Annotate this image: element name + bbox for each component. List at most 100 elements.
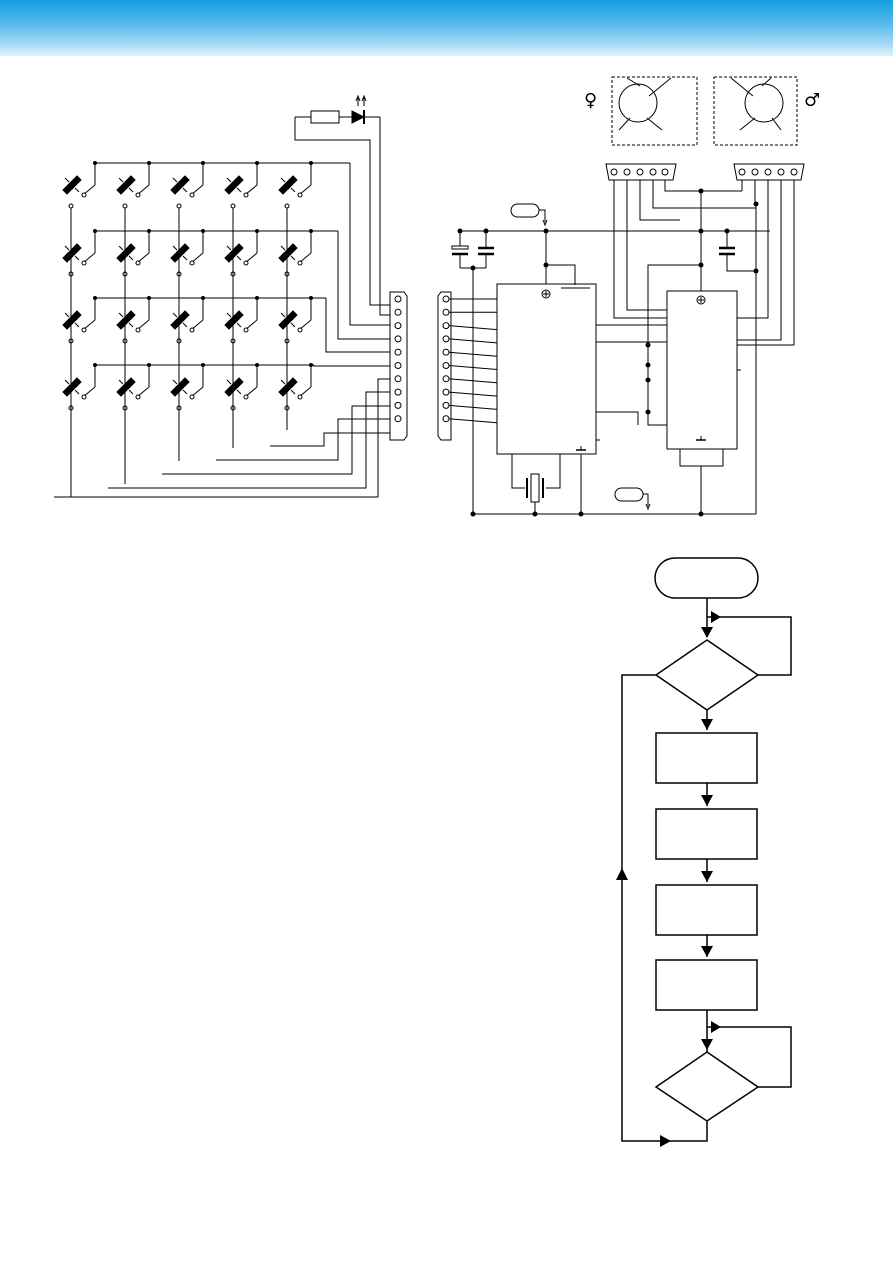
connector-pin bbox=[394, 308, 402, 316]
connector-pin bbox=[442, 388, 450, 396]
keypad-switch bbox=[278, 296, 313, 353]
keypad-switch bbox=[224, 229, 259, 286]
junction-dot bbox=[724, 228, 730, 234]
capacitor-c2 bbox=[478, 231, 494, 268]
supply-label-gnd bbox=[614, 487, 651, 511]
keypad-switch bbox=[170, 296, 205, 353]
junction-dot bbox=[457, 228, 463, 234]
junction-dot bbox=[470, 265, 476, 271]
junction-dot bbox=[698, 228, 704, 234]
capacitor-c1 bbox=[451, 231, 469, 268]
keypad-switch bbox=[116, 161, 151, 218]
connector-pin bbox=[442, 362, 450, 369]
flow-decision-1 bbox=[654, 639, 760, 711]
keypad-switch bbox=[62, 296, 97, 353]
microcontroller-ic bbox=[496, 283, 597, 455]
keypad-switch bbox=[224, 161, 259, 218]
header-pin bbox=[751, 168, 759, 176]
flow-start bbox=[654, 557, 759, 599]
junction-dot bbox=[483, 228, 489, 234]
header-pin bbox=[649, 168, 657, 176]
resistor bbox=[310, 110, 340, 124]
flow-process-2 bbox=[655, 808, 758, 860]
junction-dot bbox=[645, 362, 651, 368]
junction-dot bbox=[578, 511, 584, 517]
female-symbol: ♀ bbox=[584, 90, 597, 111]
flow-process-4 bbox=[655, 959, 758, 1011]
junction-dot bbox=[470, 511, 476, 517]
keypad-switch bbox=[170, 363, 205, 420]
header-pin bbox=[738, 168, 746, 176]
connector-pin bbox=[394, 322, 402, 330]
header-pin bbox=[777, 168, 785, 176]
junction-dot bbox=[645, 342, 651, 348]
cpu-connector bbox=[437, 291, 498, 441]
male-symbol: ♂ bbox=[804, 90, 820, 111]
junction-dot bbox=[753, 268, 759, 274]
keypad-switch bbox=[278, 363, 313, 420]
junction-dots bbox=[457, 188, 759, 517]
junction-dot bbox=[698, 262, 704, 268]
flow-decision-2 bbox=[654, 1051, 760, 1122]
crystal-oscillator bbox=[511, 454, 561, 514]
header-pin bbox=[790, 168, 798, 176]
junction-dot bbox=[543, 228, 549, 234]
midi-in-connector bbox=[611, 76, 698, 146]
flow-process-1 bbox=[655, 732, 758, 784]
junction-dot bbox=[532, 511, 538, 517]
keypad-switch bbox=[116, 229, 151, 286]
header-pin bbox=[610, 168, 618, 176]
flow-arrowheads bbox=[616, 611, 721, 1147]
connector-pin bbox=[394, 401, 402, 409]
keypad-switch bbox=[170, 161, 205, 218]
led-indicator bbox=[294, 94, 390, 316]
din-headers bbox=[605, 163, 805, 181]
midi-out-connector bbox=[713, 76, 798, 146]
header-pin bbox=[661, 168, 669, 176]
junction-dot bbox=[645, 409, 651, 415]
keypad-matrix bbox=[54, 161, 390, 498]
keypad-switch bbox=[62, 363, 97, 420]
keypad-connector bbox=[389, 291, 408, 441]
keypad-switch bbox=[224, 363, 259, 420]
connector-pin bbox=[442, 335, 450, 343]
junction-dot bbox=[698, 511, 704, 517]
flow-process-3 bbox=[655, 884, 758, 936]
connector-pin bbox=[394, 415, 402, 423]
connector-pin bbox=[442, 322, 450, 330]
connector-pin bbox=[394, 362, 402, 369]
connector-pin bbox=[442, 415, 450, 423]
header-pin bbox=[764, 168, 772, 176]
junction-dot bbox=[753, 201, 759, 207]
connector-pin bbox=[394, 375, 402, 383]
connector-pin bbox=[442, 348, 450, 356]
keypad-switch bbox=[62, 229, 97, 286]
connector-pin bbox=[394, 388, 402, 396]
connector-pin bbox=[442, 401, 450, 409]
supply-label-vcc bbox=[510, 203, 548, 227]
header-pin bbox=[636, 168, 644, 176]
header-band bbox=[0, 0, 893, 56]
connector-pin bbox=[394, 295, 402, 303]
junction-dot bbox=[645, 377, 651, 383]
keypad-switch bbox=[278, 161, 313, 218]
connector-pin bbox=[394, 348, 402, 356]
connector-pin bbox=[442, 295, 450, 303]
keypad-switch bbox=[116, 363, 151, 420]
keypad-switch bbox=[170, 229, 205, 286]
header-pin bbox=[623, 168, 631, 176]
connector-pin bbox=[442, 308, 450, 316]
keypad-switch bbox=[62, 161, 97, 218]
keypad-switch bbox=[116, 296, 151, 353]
junction-dot bbox=[543, 262, 549, 268]
junction-dot bbox=[698, 188, 704, 194]
flowchart bbox=[621, 557, 792, 1142]
interface-ic bbox=[666, 290, 738, 450]
connector-pin bbox=[442, 375, 450, 383]
connector-pin bbox=[394, 335, 402, 343]
capacitor-c3 bbox=[719, 231, 756, 272]
keypad-switch bbox=[278, 229, 313, 286]
led-diode bbox=[351, 110, 366, 124]
keypad-switch bbox=[224, 296, 259, 353]
